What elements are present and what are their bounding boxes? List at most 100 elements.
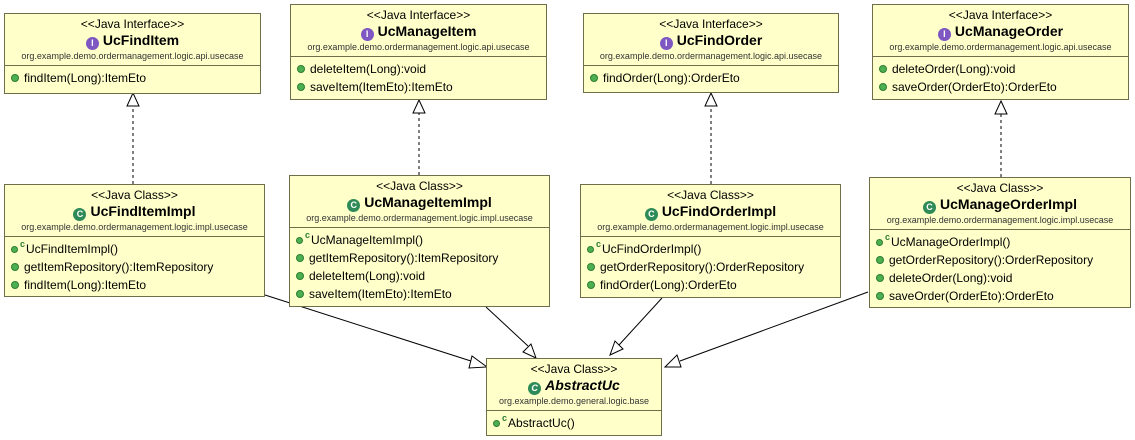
- interface-icon: I: [85, 37, 99, 50]
- stereotype-label: <<Java Class>>: [91, 188, 178, 202]
- package-label: org.example.demo.ordermanagement.logic.i…: [306, 213, 533, 223]
- generalization-arrowheads: [468, 340, 682, 369]
- class-name: AbstractUc: [545, 377, 620, 393]
- public-method-icon: [11, 263, 19, 271]
- class-icon: C: [347, 199, 361, 212]
- method-row[interactable]: deleteItem(Long):void: [297, 60, 546, 78]
- public-method-icon: [876, 256, 884, 264]
- public-method-icon: [879, 65, 887, 73]
- package-label: org.example.demo.ordermanagement.logic.i…: [21, 222, 248, 232]
- public-method-icon: [590, 74, 598, 82]
- stereotype-label: <<Java Interface>>: [659, 17, 763, 31]
- method-row[interactable]: getOrderRepository():OrderRepository: [876, 251, 1130, 269]
- generalization-ucmanageitemimpl-abstractuc: [485, 306, 529, 347]
- public-method-icon: [297, 83, 305, 91]
- method-row[interactable]: deleteOrder(Long):void: [879, 60, 1128, 78]
- method-row[interactable]: findItem(Long):ItemEto: [11, 69, 260, 87]
- public-method-icon: [296, 254, 304, 262]
- arrowhead-ucmanageorder: [994, 99, 1008, 115]
- method-row[interactable]: findOrder(Long):OrderEto: [587, 276, 840, 294]
- arrowhead-gen-3: [609, 340, 624, 356]
- package-label: org.example.demo.ordermanagement.logic.a…: [599, 51, 823, 61]
- class-icon: C: [73, 208, 87, 221]
- method-row[interactable]: saveItem(ItemEto):ItemEto: [296, 285, 549, 303]
- public-method-icon: [11, 74, 19, 82]
- method-row[interactable]: findItem(Long):ItemEto: [11, 276, 264, 294]
- interface-name: UcManageOrder: [954, 23, 1064, 39]
- package-label: org.example.demo.ordermanagement.logic.a…: [889, 42, 1112, 52]
- public-method-icon: [297, 65, 305, 73]
- class-name: UcManageOrderImpl: [940, 196, 1077, 212]
- stereotype-label: <<Java Interface>>: [948, 8, 1053, 22]
- interface-icon: I: [659, 37, 673, 50]
- method-row[interactable]: getOrderRepository():OrderRepository: [587, 258, 840, 276]
- method-row[interactable]: saveItem(ItemEto):ItemEto: [297, 78, 546, 96]
- arrowhead-ucfinditem: [126, 91, 140, 107]
- abstract-class-icon: C: [528, 382, 542, 395]
- arrowhead-ucfindorder: [704, 91, 718, 107]
- stereotype-label: <<Java Class>>: [667, 188, 754, 202]
- method-row[interactable]: findOrder(Long):OrderEto: [590, 69, 838, 87]
- constructor-icon: [11, 245, 18, 253]
- method-row[interactable]: saveOrder(OrderEto):OrderEto: [879, 78, 1128, 96]
- constructor-icon: [296, 236, 303, 244]
- package-label: org.example.demo.ordermanagement.logic.a…: [21, 51, 244, 61]
- package-label: org.example.demo.ordermanagement.logic.i…: [597, 222, 824, 232]
- stereotype-label: <<Java Class>>: [956, 181, 1044, 195]
- class-name: UcFindItemImpl: [90, 203, 196, 219]
- interface-name: UcFindOrder: [676, 32, 763, 48]
- package-label: org.example.demo.general.logic.base: [498, 396, 650, 406]
- package-label: org.example.demo.ordermanagement.logic.a…: [307, 42, 530, 52]
- method-row[interactable]: getItemRepository():ItemRepository: [296, 249, 549, 267]
- arrowhead-gen-4: [663, 354, 682, 368]
- package-label: org.example.demo.ordermanagement.logic.i…: [886, 215, 1114, 225]
- stereotype-label: <<Java Class>>: [376, 179, 463, 193]
- method-row[interactable]: saveOrder(OrderEto):OrderEto: [876, 287, 1130, 305]
- class-name: UcFindOrderImpl: [661, 203, 777, 219]
- constructor-icon: [587, 245, 594, 253]
- public-method-icon: [879, 83, 887, 91]
- realization-arrowheads: [126, 91, 1008, 115]
- arrowhead-gen-2: [522, 343, 537, 359]
- public-method-icon: [587, 263, 595, 271]
- interface-icon: I: [937, 28, 951, 41]
- method-row[interactable]: getItemRepository():ItemRepository: [11, 258, 264, 276]
- class-name: UcManageItemImpl: [364, 194, 492, 210]
- interface-icon: I: [360, 28, 374, 41]
- public-method-icon: [876, 274, 884, 282]
- arrowhead-gen-1: [468, 355, 489, 369]
- public-method-icon: [876, 292, 884, 300]
- stereotype-label: <<Java Interface>>: [80, 17, 185, 31]
- constructor-icon: [876, 238, 883, 246]
- public-method-icon: [296, 290, 304, 298]
- public-method-icon: [296, 272, 304, 280]
- method-row[interactable]: deleteOrder(Long):void: [876, 269, 1130, 287]
- class-icon: C: [644, 208, 658, 221]
- interface-name: UcManageItem: [377, 23, 477, 39]
- method-row[interactable]: deleteItem(Long):void: [296, 267, 549, 285]
- arrowhead-ucmanageitem: [412, 98, 426, 114]
- public-method-icon: [11, 281, 19, 289]
- generalization-ucfindorderimpl-abstractuc: [618, 297, 663, 346]
- stereotype-label: <<Java Class>>: [530, 362, 618, 376]
- generalization-ucmanageorderimpl-abstractuc: [679, 291, 869, 362]
- interface-name: UcFindItem: [102, 32, 180, 48]
- public-method-icon: [587, 281, 595, 289]
- realization-edges: [132, 106, 1002, 184]
- constructor-icon: [493, 419, 500, 427]
- class-icon: C: [923, 201, 937, 214]
